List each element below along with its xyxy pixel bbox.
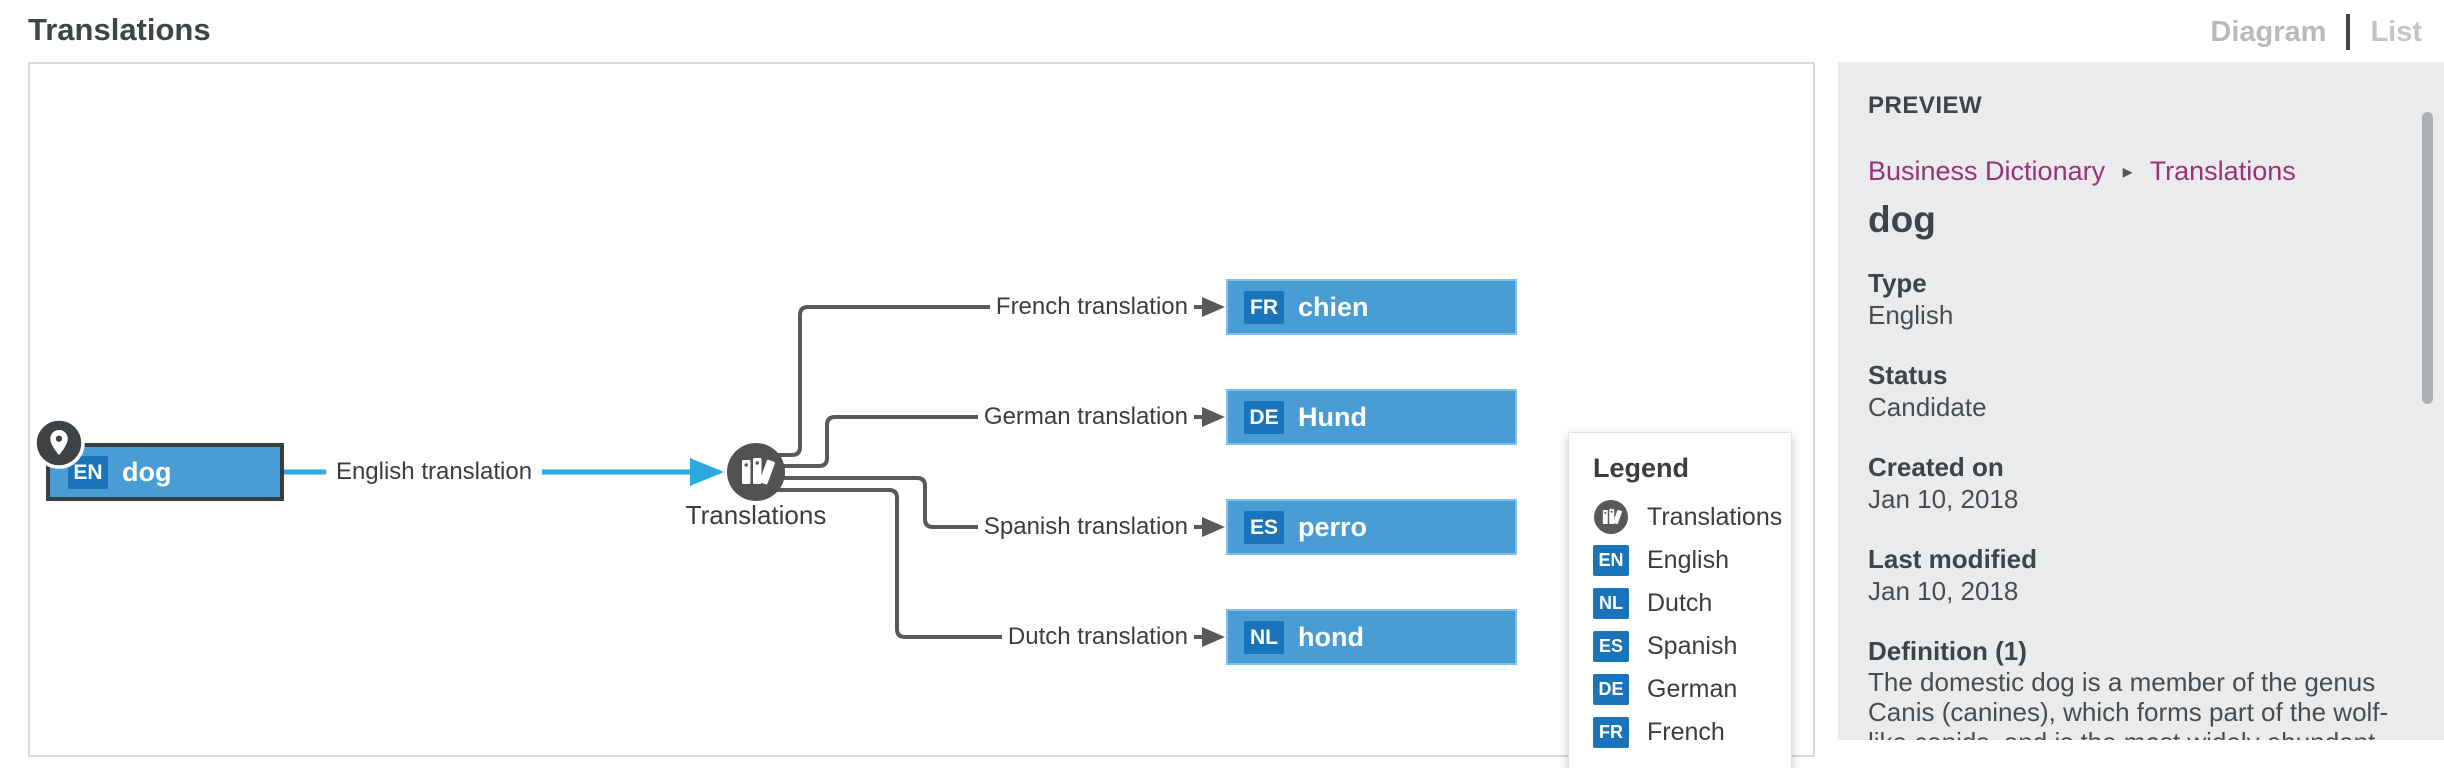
edge-german-translation bbox=[756, 415, 1202, 468]
legend-item-label: French bbox=[1647, 717, 1725, 746]
edge-label-french-translation: French translation bbox=[989, 291, 1194, 323]
tab-diagram[interactable]: Diagram bbox=[2210, 15, 2327, 48]
language-badge-es: ES bbox=[1593, 630, 1629, 662]
field-status: Status Candidate bbox=[1868, 359, 2408, 423]
node-perro[interactable]: ES perro bbox=[1226, 499, 1517, 555]
translations-hub-node bbox=[727, 443, 785, 501]
preview-panel: PREVIEW Business Dictionary ▸ Translatio… bbox=[1838, 62, 2444, 740]
preview-fields: Type English Status Candidate Created on… bbox=[1868, 267, 2408, 740]
edge-label-dutch-translation: Dutch translation bbox=[1001, 621, 1194, 653]
field-value: Jan 10, 2018 bbox=[1868, 576, 2019, 606]
field-value: The domestic dog is a member of the genu… bbox=[1868, 667, 2389, 740]
asset-name: dog bbox=[1868, 199, 1936, 240]
legend-item-label: German bbox=[1647, 674, 1738, 703]
edge-french-translation bbox=[756, 305, 1202, 457]
field-created-on: Created on Jan 10, 2018 bbox=[1868, 451, 2408, 515]
field-type: Type English bbox=[1868, 267, 2408, 331]
field-label: Type bbox=[1868, 268, 1927, 298]
legend-item-label: Translations bbox=[1647, 502, 1783, 531]
edge-dutch-translation bbox=[756, 488, 1202, 639]
node-hond[interactable]: NL hond bbox=[1226, 609, 1517, 665]
tab-list[interactable]: List bbox=[2370, 15, 2422, 48]
breadcrumb-translations[interactable]: Translations bbox=[2149, 156, 2296, 186]
language-badge-en: EN bbox=[1593, 544, 1629, 576]
field-label: Created on bbox=[1868, 452, 2004, 482]
legend-item-dutch: NL Dutch bbox=[1593, 586, 1791, 620]
language-badge-de: DE bbox=[1593, 673, 1629, 705]
sidebar-scrollbar[interactable] bbox=[2422, 112, 2433, 404]
legend-item-english: EN English bbox=[1593, 543, 1791, 577]
edge-spanish-translation bbox=[756, 476, 1202, 529]
legend: Legend Translations EN English NL Dutch … bbox=[1568, 432, 1792, 768]
pin-icon bbox=[33, 417, 85, 469]
field-label: Status bbox=[1868, 360, 1948, 390]
legend-item-french: FR French bbox=[1593, 715, 1791, 749]
preview-heading: PREVIEW bbox=[1868, 92, 1983, 119]
legend-title: Legend bbox=[1593, 453, 1690, 483]
field-label: Last modified bbox=[1868, 544, 2038, 574]
view-switcher: Diagram List bbox=[2210, 14, 2422, 50]
field-definition: Definition (1) The domestic dog is a mem… bbox=[1868, 635, 2408, 740]
tab-divider bbox=[2346, 14, 2351, 50]
language-badge-fr: FR bbox=[1593, 716, 1629, 748]
node-label: chien bbox=[1298, 291, 1369, 322]
diagram-canvas[interactable]: EN dog FR chien DE Hund ES perro NL hond… bbox=[28, 62, 1815, 768]
hub-label: Translations bbox=[685, 500, 827, 530]
language-badge-fr: FR bbox=[1244, 290, 1284, 324]
node-dog[interactable]: EN dog bbox=[46, 443, 284, 501]
page-title: Translations bbox=[28, 12, 211, 47]
diagram-connectors bbox=[284, 297, 1225, 647]
breadcrumb-business-dictionary[interactable]: Business Dictionary bbox=[1868, 156, 2106, 186]
legend-item-german: DE German bbox=[1593, 672, 1791, 706]
field-value: Jan 10, 2018 bbox=[1868, 484, 2019, 514]
field-value: Candidate bbox=[1868, 392, 1987, 422]
edge-arrowheads bbox=[1202, 297, 1225, 647]
field-last-modified: Last modified Jan 10, 2018 bbox=[1868, 543, 2408, 607]
node-chien[interactable]: FR chien bbox=[1226, 279, 1517, 335]
node-label: perro bbox=[1298, 511, 1368, 542]
node-label: hond bbox=[1298, 621, 1364, 652]
legend-item-translations: Translations bbox=[1593, 500, 1791, 534]
breadcrumb: Business Dictionary ▸ Translations bbox=[1868, 154, 2408, 189]
language-badge-nl: NL bbox=[1593, 587, 1629, 619]
field-value: English bbox=[1868, 300, 1954, 330]
books-icon bbox=[1594, 500, 1628, 534]
legend-item-label: English bbox=[1647, 545, 1729, 574]
breadcrumb-separator-icon: ▸ bbox=[2122, 161, 2133, 183]
language-badge-nl: NL bbox=[1244, 620, 1284, 654]
edge-label-spanish-translation: Spanish translation bbox=[977, 511, 1194, 543]
node-label: dog bbox=[122, 456, 172, 487]
legend-item-spanish: ES Spanish bbox=[1593, 629, 1791, 663]
field-label: Definition (1) bbox=[1868, 636, 2027, 666]
legend-item-label: Spanish bbox=[1647, 631, 1738, 660]
node-label: Hund bbox=[1298, 401, 1367, 432]
language-badge-es: ES bbox=[1244, 510, 1284, 544]
language-badge-de: DE bbox=[1244, 400, 1284, 434]
legend-item-label: Dutch bbox=[1647, 588, 1713, 617]
edge-label-english-translation: English translation bbox=[326, 456, 542, 488]
edge-label-german-translation: German translation bbox=[977, 401, 1194, 433]
node-hund[interactable]: DE Hund bbox=[1226, 389, 1517, 445]
